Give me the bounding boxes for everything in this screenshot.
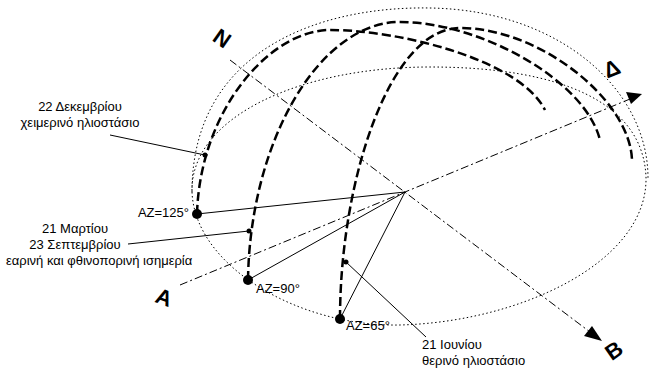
season-label: χειμερινό ηλιοστάσιο [21, 116, 140, 131]
axis-letter: Β [600, 336, 628, 366]
summer-solstice-path [340, 28, 632, 319]
azimuth-label: AZ=125° [138, 206, 189, 221]
leader-line [128, 231, 249, 244]
sunrise-point [335, 314, 345, 324]
axis-letter: Δ [600, 54, 624, 83]
date-label: 21 Ιουνίου [422, 338, 482, 353]
equinox-path [248, 22, 600, 280]
south-north-axis [230, 60, 590, 332]
sunrise-point [192, 209, 202, 219]
horizon-ellipse [192, 67, 646, 325]
leader-dot [247, 229, 252, 234]
azimuth-ray [197, 192, 405, 214]
date-label: 22 Δεκεμβρίου [38, 100, 122, 115]
dome-outline [192, 8, 648, 192]
season-label: θερινό ηλιοστάσιο [422, 354, 525, 369]
sunrise-point [243, 275, 253, 285]
leader-dot [203, 153, 208, 158]
axis-letter: Ν [208, 24, 236, 54]
azimuth-label: AZ=65° [346, 319, 390, 334]
leader-line [346, 262, 426, 337]
season-label: εαρινή και φθινοπορινή ισημερία [6, 254, 192, 269]
winter-solstice-path [197, 30, 545, 214]
leader-dot [344, 260, 349, 265]
date-label: 23 Σεπτεμβρίου [29, 238, 120, 253]
west-arrowhead [626, 92, 642, 104]
north-arrowhead [584, 326, 602, 341]
date-label: 21 Μαρτίου [42, 222, 108, 237]
axis-letter: Α [152, 283, 176, 312]
azimuth-label: AZ=90° [256, 282, 300, 297]
azimuth-ray [248, 192, 405, 280]
leader-line [110, 135, 205, 155]
